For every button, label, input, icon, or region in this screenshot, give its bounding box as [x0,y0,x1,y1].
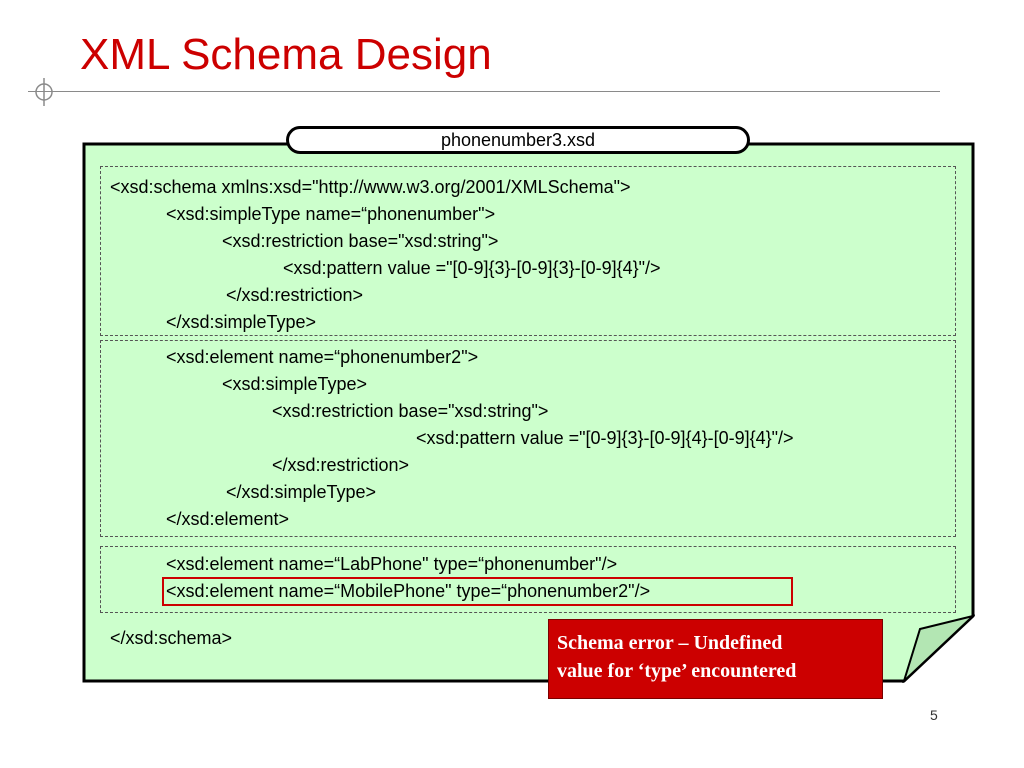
code-line: </xsd:element> [166,509,290,529]
page-number: 5 [930,707,938,723]
code-line: <xsd:restriction base="xsd:string"> [272,401,549,421]
code-line: <xsd:pattern value ="[0-9]{3}-[0-9]{3}-[… [283,258,661,278]
crosshair-icon [35,78,53,106]
code-line: <xsd:element name=“phonenumber2"> [166,347,479,367]
code-line-highlighted: <xsd:element name=“MobilePhone" type=“ph… [166,581,651,601]
code-line: <xsd:simpleType name=“phonenumber"> [166,204,496,224]
error-highlight [162,577,793,606]
element-section [100,340,956,537]
error-callout-line: value for ‘type’ encountered [557,660,797,682]
element-usage-section [100,546,956,613]
error-callout-line: Schema error – Undefined [557,632,783,654]
code-line: <xsd:simpleType> [222,374,368,394]
title-rule [28,91,940,92]
code-line: </xsd:simpleType> [166,312,317,332]
code-line: </xsd:restriction> [226,285,364,305]
code-line: </xsd:restriction> [272,455,410,475]
code-line: </xsd:simpleType> [226,482,377,502]
slide-title: XML Schema Design [80,30,492,79]
code-line: </xsd:schema> [110,628,233,648]
code-line: <xsd:restriction base="xsd:string"> [222,231,499,251]
error-callout: Schema error – Undefined value for ‘type… [548,619,883,699]
code-line: <xsd:schema xmlns:xsd="http://www.w3.org… [110,177,631,197]
code-line: <xsd:pattern value ="[0-9]{3}-[0-9]{4}-[… [416,428,794,448]
code-line: <xsd:element name=“LabPhone" type=“phone… [166,554,618,574]
simple-type-section [100,166,956,336]
file-tab: phonenumber3.xsd [286,126,750,154]
